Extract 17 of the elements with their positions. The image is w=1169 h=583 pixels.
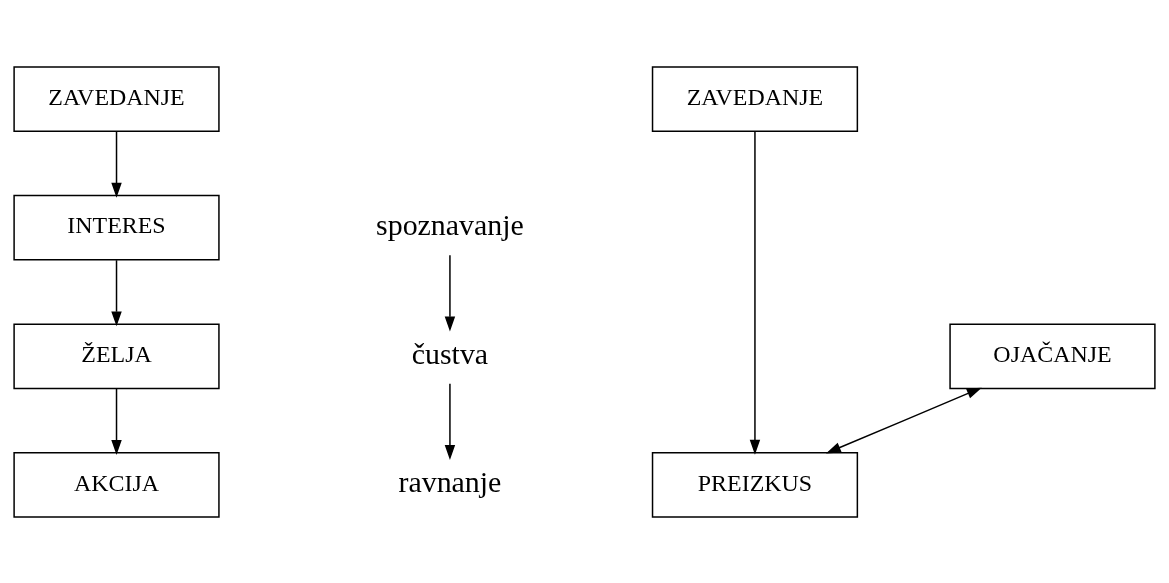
arrow: [444, 382, 456, 460]
arrow: [749, 130, 761, 455]
node-box: OJAČANJE: [949, 322, 1156, 389]
node-box: ZAVEDANJE: [13, 65, 220, 132]
arrow: [111, 259, 122, 326]
node-text: ravnanje: [398, 464, 502, 498]
node-box: ZAVEDANJE: [651, 65, 859, 132]
arrow: [111, 130, 122, 198]
node-box: INTERES: [13, 194, 220, 261]
node-text: spoznavanje: [376, 207, 524, 241]
arrow: [111, 387, 122, 455]
node-box: ŽELJA: [13, 322, 220, 389]
node-box: PREIZKUS: [651, 451, 859, 518]
arrow: [444, 253, 456, 331]
arrow: [825, 387, 982, 453]
node-box: AKCIJA: [13, 451, 220, 518]
node-text: čustva: [411, 336, 489, 370]
